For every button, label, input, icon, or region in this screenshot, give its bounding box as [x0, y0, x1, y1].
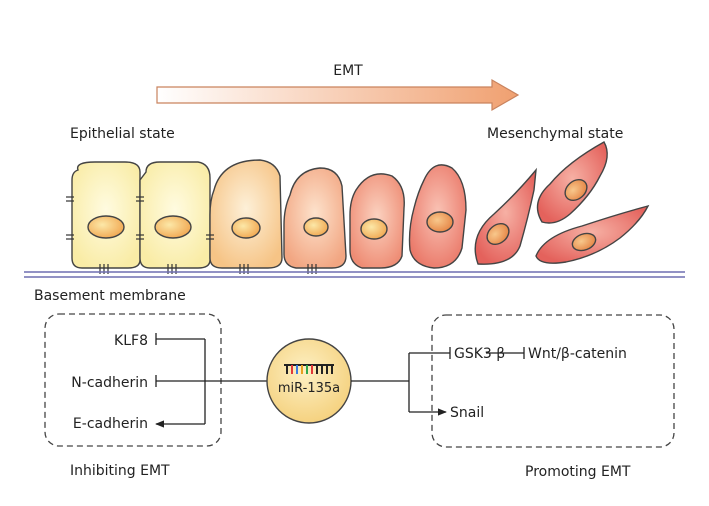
inhibiting-emt-box [44, 313, 222, 447]
nucleus [360, 218, 388, 240]
transitional-cell [283, 167, 347, 269]
mir-135a-node: miR-135a [266, 338, 352, 424]
mir-135a-label: miR-135a [278, 381, 340, 396]
emt-arrow [156, 78, 520, 112]
inhibiting-emt-caption: Inhibiting EMT [70, 463, 170, 479]
mirna-hairpin-icon [284, 364, 334, 374]
snail-label: Snail [450, 405, 484, 421]
epithelial-cell [71, 161, 141, 269]
epithelial-cell [139, 161, 211, 269]
basement-membrane-label: Basement membrane [34, 288, 186, 304]
basement-membrane [24, 271, 685, 278]
inhibition-connectors [155, 333, 268, 428]
emt-arrow-label: EMT [333, 63, 363, 79]
transitional-cell [209, 159, 283, 269]
mesenchymal-cell [535, 204, 650, 264]
nucleus [426, 211, 454, 233]
mesenchymal-cell [536, 141, 608, 224]
epithelial-state-label: Epithelial state [70, 126, 175, 142]
gsk3-beta-label: GSK3 β [454, 346, 505, 362]
mesenchymal-state-label: Mesenchymal state [487, 126, 623, 142]
promoting-connectors [351, 347, 525, 416]
nucleus [231, 217, 261, 239]
nucleus [486, 222, 510, 246]
nucleus [303, 217, 329, 237]
cell-row [71, 141, 650, 269]
nucleus [564, 178, 588, 202]
nucleus [87, 215, 125, 239]
transitional-cell [349, 173, 405, 269]
mesenchymal-cell [474, 167, 537, 265]
n-cadherin-label: N-cadherin [71, 375, 148, 391]
e-cadherin-label: E-cadherin [73, 416, 148, 432]
wnt-beta-catenin-label: Wnt/β-catenin [528, 346, 627, 362]
transitional-cell [408, 164, 467, 269]
nucleus [154, 215, 192, 239]
klf8-label: KLF8 [114, 333, 148, 349]
promoting-emt-caption: Promoting EMT [525, 464, 631, 480]
promoting-emt-box [431, 314, 675, 448]
nucleus [571, 232, 597, 252]
